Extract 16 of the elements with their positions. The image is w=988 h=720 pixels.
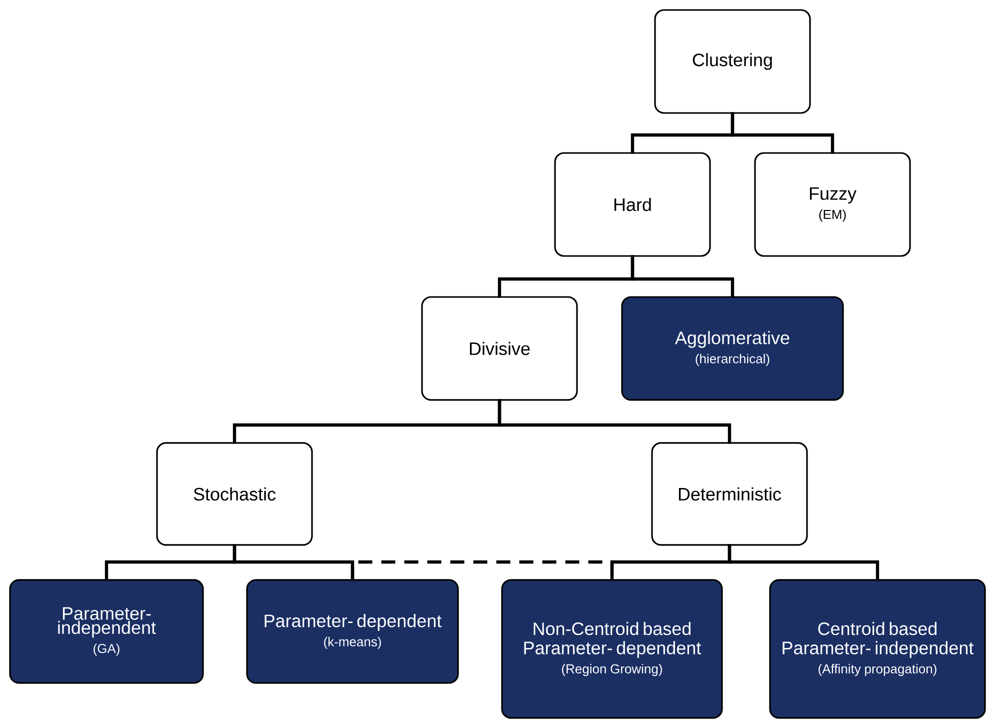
category-box: Centroid based Parameter- independent (Affinity propagation) [769,579,986,719]
category-box: Non-Centroid based Parameter- dependent (Region Growing) [501,579,723,719]
category-box: Divisive [421,296,578,401]
category-box: Stochastic [156,442,313,546]
connector [728,544,880,581]
category-box: Fuzzy (EM) [754,152,911,257]
category-box: Clustering [654,9,811,114]
connector [232,544,354,581]
connector [498,399,732,444]
connector [730,112,834,154]
category-box: Hard [554,152,711,257]
category-box: Parameter- independent (GA) [9,579,204,684]
connector [630,255,734,298]
category-box: Deterministic [651,442,808,546]
category-box: Agglomerative (hierarchical) [621,296,844,401]
category-box: Parameter- dependent (k-means) [246,579,459,684]
